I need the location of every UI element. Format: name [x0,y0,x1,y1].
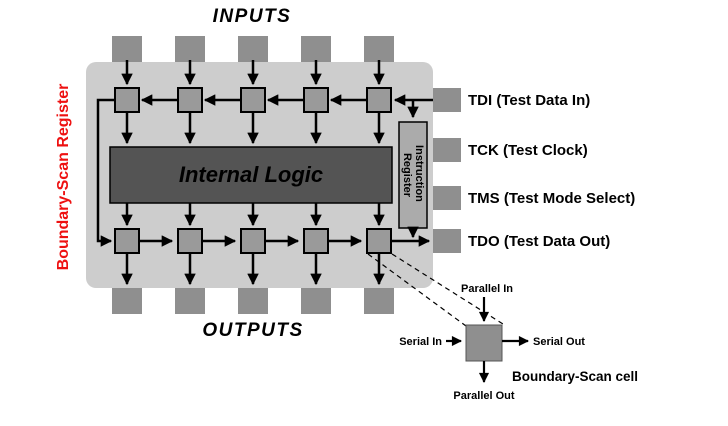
input-pad [301,36,331,62]
tdi-label: TDI (Test Data In) [468,92,590,109]
scan-cell [114,228,140,254]
tck-pad [433,138,461,162]
output-pad [175,288,205,314]
zoom-guide-line [367,253,467,327]
scan-cell [366,87,392,113]
outputs-title: OUTPUTS [202,320,303,341]
scan-cell [177,228,203,254]
tms-pad [433,186,461,210]
scan-cell [114,87,140,113]
inputs-title: INPUTS [213,6,292,27]
input-pad [238,36,268,62]
cells-to-logic-arrows [121,112,385,145]
tck-label: TCK (Test Clock) [468,142,588,159]
serial-out-label: Serial Out [533,336,585,348]
input-pads [112,36,394,62]
instruction-register-label: Instruction Register [401,145,425,205]
pin-labels: TDI (Test Data In) TCK (Test Clock) TMS … [468,92,635,250]
internal-logic-label: Internal Logic [179,162,323,187]
scan-cell [303,228,329,254]
instruction-register-line2: Register [401,153,413,198]
tdo-pad [433,229,461,253]
internal-logic-box [109,146,393,204]
tdo-label: TDO (Test Data Out) [468,233,610,250]
output-pad [112,288,142,314]
tdi-pad [433,88,461,112]
test-pads [433,88,461,253]
scan-cell [240,87,266,113]
input-pad [364,36,394,62]
boundary-scan-cell-caption: Boundary-Scan cell [512,369,638,384]
output-pad [238,288,268,314]
output-arrows [121,253,385,286]
boundary-scan-register-label: Boundary-Scan Register [55,84,72,271]
output-pad [364,288,394,314]
logic-to-cells-arrows [121,203,385,227]
parallel-out-label: Parallel Out [453,390,514,402]
scan-cell [303,87,329,113]
serial-in-label: Serial In [399,336,442,348]
serial-wrap-arrow [96,98,115,247]
tms-label: TMS (Test Mode Select) [468,190,635,207]
input-pad [175,36,205,62]
parallel-in-label: Parallel In [461,283,513,295]
output-pad [301,288,331,314]
scan-cell [366,228,392,254]
input-pad [112,36,142,62]
input-arrows [121,60,385,86]
scan-cell [177,87,203,113]
scan-cell [240,228,266,254]
instruction-register-line1: Instruction [413,145,425,202]
output-pads [112,288,394,314]
detail-cell [465,324,503,362]
boundary-scan-cell-detail: Parallel In Serial In Serial Out Paralle… [399,283,638,402]
